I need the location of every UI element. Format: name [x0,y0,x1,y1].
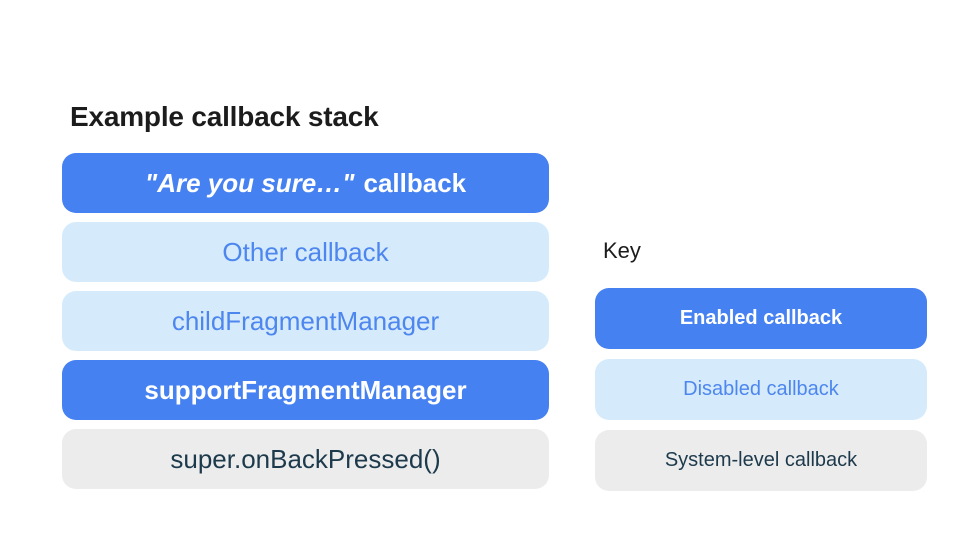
stack-item-label: super.onBackPressed() [170,443,441,474]
key-item-system-level-callback: System-level callback [595,430,927,491]
key-item-label: Disabled callback [683,378,839,400]
key-item-label: Enabled callback [679,307,843,329]
key-item-enabled-callback: Enabled callback [595,288,927,349]
stack-item-are-you-sure-callback: "Are you sure…" callback [62,153,549,213]
stack-item-label: supportFragmentManager [144,374,467,405]
key-item-label: System-level callback [664,449,858,471]
stack-item-label: callback [363,167,467,198]
stack-item-label: Other callback [222,236,389,267]
stack-item-child-fragment-manager: childFragmentManager [62,291,549,351]
stack-item-label-italic: "Are you sure…" [144,167,355,198]
key-title: Key [603,238,641,263]
stack-item-super-onbackpressed: super.onBackPressed() [62,429,549,489]
key-item-disabled-callback: Disabled callback [595,359,927,420]
stack-title: Example callback stack [70,101,379,132]
stack-item-label: childFragmentManager [171,305,440,336]
stack-item-support-fragment-manager: supportFragmentManager [62,360,549,420]
stack-item-other-callback: Other callback [62,222,549,282]
